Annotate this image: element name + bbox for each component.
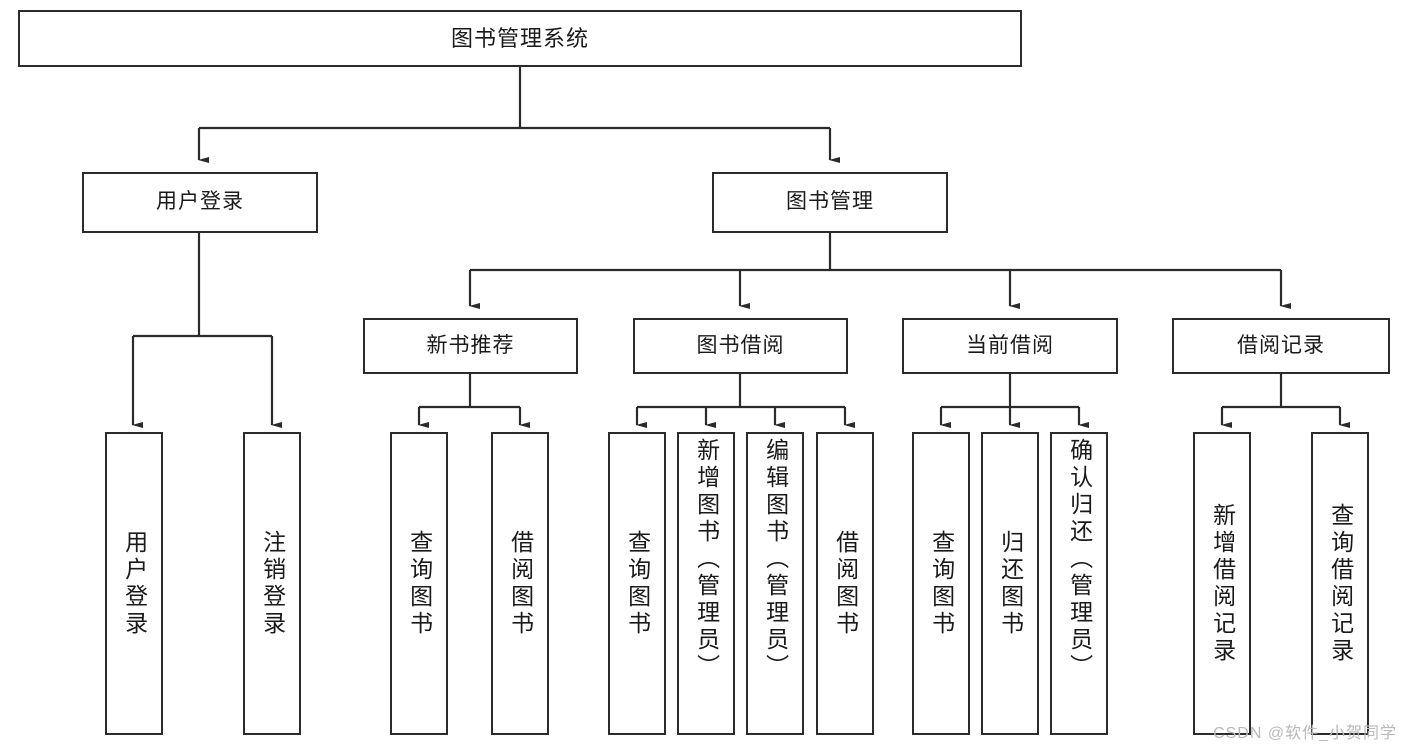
node-leaf-query-book-recommend[interactable]: 查询图书 bbox=[390, 432, 448, 735]
node-borrow-records[interactable]: 借阅记录 bbox=[1172, 318, 1390, 374]
node-label: 借阅记录 bbox=[1237, 333, 1325, 357]
node-label: 借阅图书 bbox=[507, 529, 534, 638]
node-leaf-query-book-borrow[interactable]: 查询图书 bbox=[608, 432, 666, 735]
node-label: 图书管理系统 bbox=[450, 25, 589, 51]
node-leaf-query-book-current[interactable]: 查询图书 bbox=[912, 432, 970, 735]
node-root-book-management-system[interactable]: 图书管理系统 bbox=[18, 10, 1022, 67]
node-leaf-query-borrow-record[interactable]: 查询借阅记录 bbox=[1311, 432, 1369, 735]
node-label: 注销登录 bbox=[259, 529, 286, 638]
node-label: 新书推荐 bbox=[426, 333, 515, 357]
node-label: 借阅图书 bbox=[832, 529, 859, 638]
node-leaf-logout[interactable]: 注销登录 bbox=[243, 432, 301, 735]
node-new-book-recommendation[interactable]: 新书推荐 bbox=[363, 318, 578, 374]
node-label: 查询图书 bbox=[406, 529, 433, 638]
node-leaf-user-login[interactable]: 用户登录 bbox=[105, 432, 163, 735]
node-label: 当前借阅 bbox=[966, 333, 1054, 357]
node-book-management[interactable]: 图书管理 bbox=[712, 172, 948, 233]
node-label: 查询借阅记录 bbox=[1327, 502, 1354, 665]
node-label: 查询图书 bbox=[624, 529, 651, 638]
node-label: 新增借阅记录 bbox=[1209, 502, 1236, 665]
node-label: 查询图书 bbox=[928, 529, 955, 638]
node-leaf-edit-book-admin[interactable]: 编辑图书（管理员） bbox=[746, 432, 804, 735]
node-leaf-add-book-admin[interactable]: 新增图书（管理员） bbox=[677, 432, 735, 735]
node-label: 新增图书（管理员） bbox=[693, 438, 720, 681]
node-label: 图书借阅 bbox=[696, 333, 785, 357]
node-label: 用户登录 bbox=[156, 190, 244, 214]
node-label: 用户登录 bbox=[121, 529, 148, 638]
node-leaf-borrow-book-recommend[interactable]: 借阅图书 bbox=[491, 432, 549, 735]
node-label: 归还图书 bbox=[997, 529, 1024, 638]
csdn-watermark: CSDN @软件_小贺同学 bbox=[1213, 725, 1397, 742]
node-label: 图书管理 bbox=[786, 190, 874, 214]
node-user-login[interactable]: 用户登录 bbox=[82, 172, 318, 233]
node-label: 编辑图书（管理员） bbox=[762, 438, 789, 681]
node-leaf-return-book[interactable]: 归还图书 bbox=[981, 432, 1039, 735]
node-label: 确认归还（管理员） bbox=[1066, 438, 1093, 681]
node-book-borrowing[interactable]: 图书借阅 bbox=[633, 318, 848, 374]
node-leaf-borrow-book-borrow[interactable]: 借阅图书 bbox=[816, 432, 874, 735]
node-current-borrowing[interactable]: 当前借阅 bbox=[902, 318, 1118, 374]
node-leaf-add-borrow-record[interactable]: 新增借阅记录 bbox=[1193, 432, 1251, 735]
node-leaf-confirm-return-admin[interactable]: 确认归还（管理员） bbox=[1050, 432, 1108, 735]
